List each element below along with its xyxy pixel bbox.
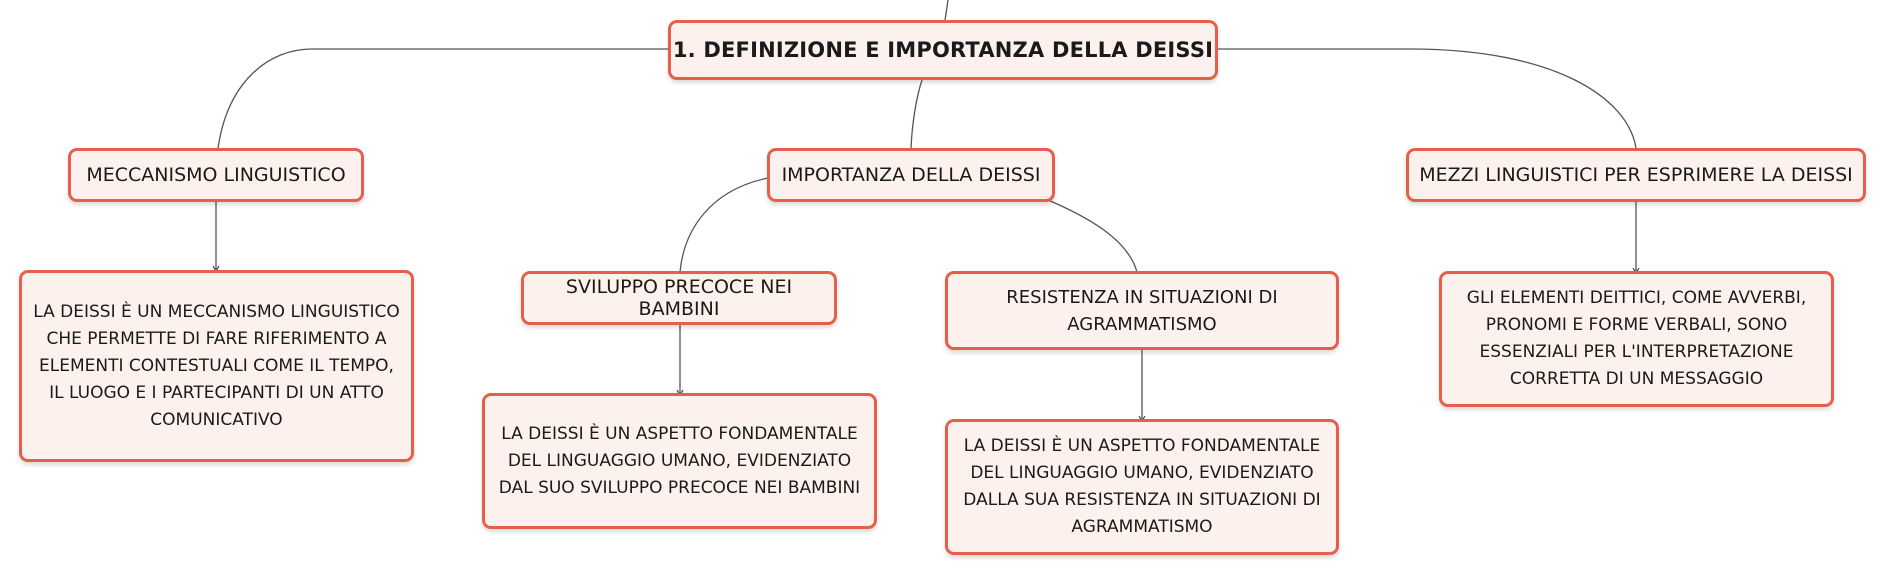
connector-importanza-to-sviluppo xyxy=(679,177,769,273)
branch-node-label: MEZZI LINGUISTICI PER ESPRIMERE LA DEISS… xyxy=(1419,164,1853,186)
subbranch-node-label: RESISTENZA IN SITUAZIONI DI AGRAMMATISMO xyxy=(1006,286,1278,335)
connector-from-parent xyxy=(944,0,949,21)
connector-importanza-to-resistenza xyxy=(1047,199,1138,273)
subbranch-node-label: SVILUPPO PRECOCE NEI BAMBINI xyxy=(565,276,793,320)
connector-root-to-importanza xyxy=(910,79,923,149)
leaf-node-label: GLI ELEMENTI DEITTICI, COME AVVERBI, PRO… xyxy=(1466,288,1807,389)
subbranch-node-resistenza[interactable]: RESISTENZA IN SITUAZIONI DI AGRAMMATISMO xyxy=(945,271,1339,350)
branch-node-label: IMPORTANZA DELLA DEISSI xyxy=(781,164,1041,186)
leaf-node-meccanismo-description[interactable]: LA DEISSI È UN MECCANISMO LINGUISTICO CH… xyxy=(19,270,414,462)
leaf-node-sviluppo-description[interactable]: LA DEISSI È UN ASPETTO FONDAMENTALE DEL … xyxy=(482,393,877,529)
connector-root-to-meccanismo xyxy=(217,48,670,149)
leaf-node-mezzi-description[interactable]: GLI ELEMENTI DEITTICI, COME AVVERBI, PRO… xyxy=(1439,271,1834,407)
leaf-node-resistenza-description[interactable]: LA DEISSI È UN ASPETTO FONDAMENTALE DEL … xyxy=(945,419,1339,555)
leaf-node-label: LA DEISSI È UN ASPETTO FONDAMENTALE DEL … xyxy=(498,423,861,498)
branch-node-importanza[interactable]: IMPORTANZA DELLA DEISSI xyxy=(767,148,1055,202)
root-node[interactable]: 1. DEFINIZIONE E IMPORTANZA DELLA DEISSI xyxy=(668,20,1218,80)
branch-node-mezzi[interactable]: MEZZI LINGUISTICI PER ESPRIMERE LA DEISS… xyxy=(1406,148,1866,202)
branch-node-label: MECCANISMO LINGUISTICO xyxy=(86,164,346,186)
connector-root-to-mezzi xyxy=(1218,48,1637,149)
branch-node-meccanismo[interactable]: MECCANISMO LINGUISTICO xyxy=(68,148,364,202)
subbranch-node-sviluppo[interactable]: SVILUPPO PRECOCE NEI BAMBINI xyxy=(521,271,837,325)
leaf-node-label: LA DEISSI È UN MECCANISMO LINGUISTICO CH… xyxy=(33,301,400,430)
leaf-node-label: LA DEISSI È UN ASPETTO FONDAMENTALE DEL … xyxy=(963,436,1321,537)
root-node-label: 1. DEFINIZIONE E IMPORTANZA DELLA DEISSI xyxy=(672,38,1214,62)
